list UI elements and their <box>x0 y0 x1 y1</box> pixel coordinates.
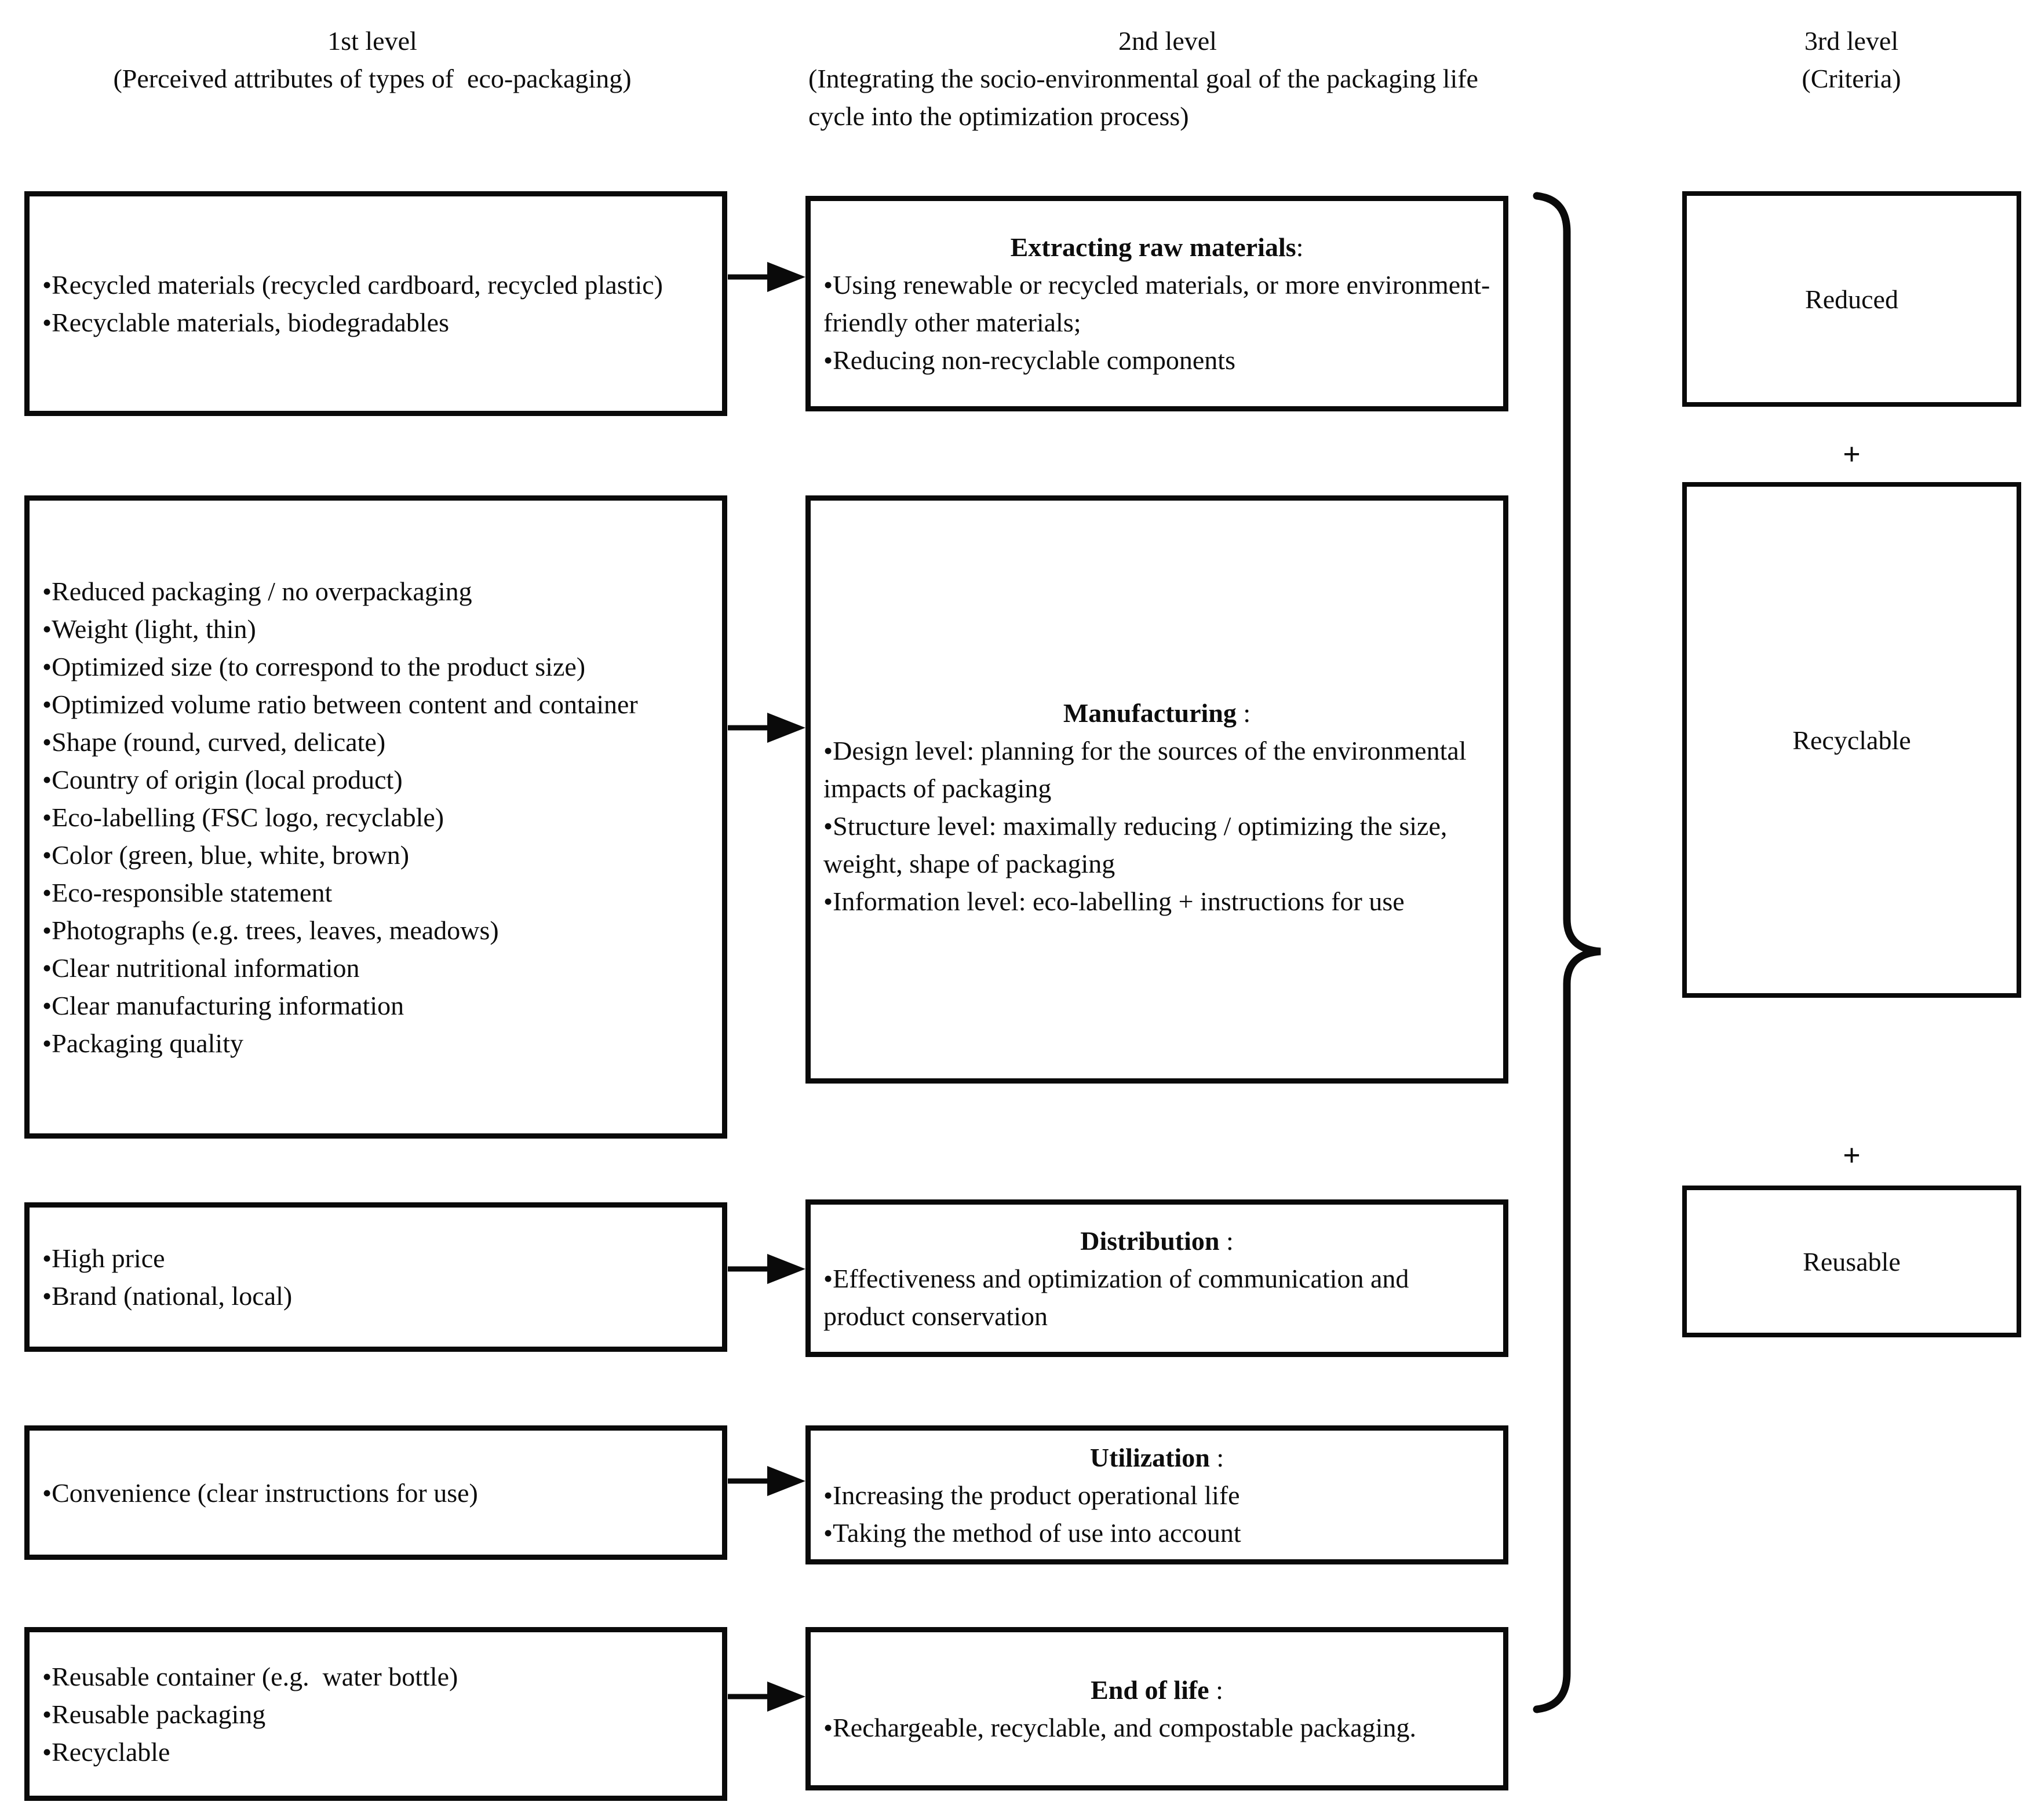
list-item: Information level: eco-labelling + instr… <box>823 882 1490 920</box>
criteria-box-recyclable: Recyclable <box>1682 482 2021 998</box>
column-2-title: 2nd level <box>1118 26 1217 56</box>
column-header-2nd-level: 2nd level (Integrating the socio-environ… <box>808 22 1527 135</box>
list-item: Optimized volume ratio between content a… <box>42 685 709 723</box>
box-perceived-attributes: Reduced packaging / no overpackaging Wei… <box>24 495 727 1139</box>
list-item: Recyclable <box>42 1733 709 1771</box>
list-item: Packaging quality <box>42 1024 709 1062</box>
criteria-label: Recyclable <box>1792 725 1911 755</box>
list-item: Color (green, blue, white, brown) <box>42 836 709 874</box>
list-item: High price <box>42 1239 709 1277</box>
criteria-label: Reusable <box>1803 1246 1901 1276</box>
list-item: Reusable container (e.g. water bottle) <box>42 1658 709 1695</box>
list-item: Reducing non-recyclable components <box>823 341 1490 379</box>
box-heading: Manufacturing : <box>1063 698 1251 728</box>
list-item: Reusable packaging <box>42 1695 709 1733</box>
box-utilization: Utilization : Increasing the product ope… <box>805 1425 1508 1564</box>
list-item: Structure level: maximally reducing / op… <box>823 807 1490 882</box>
list-item: Optimized size (to correspond to the pro… <box>42 648 709 685</box>
box-heading: End of life : <box>1091 1675 1223 1705</box>
list-item: Shape (round, curved, delicate) <box>42 723 709 761</box>
list-item: Photographs (e.g. trees, leaves, meadows… <box>42 911 709 949</box>
box-heading: Utilization : <box>1089 1442 1224 1472</box>
curly-brace-icon <box>1533 192 1601 1713</box>
criteria-label: Reduced <box>1805 284 1898 314</box>
box-recycled-materials: Recycled materials (recycled cardboard, … <box>24 191 727 416</box>
box-heading: Extracting raw materials: <box>1010 232 1304 262</box>
arrow-icon <box>728 262 805 292</box>
box-distribution: Distribution : Effectiveness and optimiz… <box>805 1199 1508 1357</box>
arrow-icon <box>728 1682 805 1712</box>
arrow-icon <box>728 713 805 743</box>
list-item: Brand (national, local) <box>42 1277 709 1315</box>
list-item: Using renewable or recycled materials, o… <box>823 266 1490 341</box>
list-item: Clear nutritional information <box>42 949 709 987</box>
column-1-title: 1st level <box>327 26 417 56</box>
arrow-icon <box>728 1466 805 1496</box>
plus-sign: + <box>1843 1138 1861 1173</box>
column-header-3rd-level: 3rd level (Criteria) <box>1675 22 2028 97</box>
column-header-1st-level: 1st level (Perceived attributes of types… <box>35 22 710 97</box>
box-end-of-life: End of life : Rechargeable, recyclable, … <box>805 1627 1508 1790</box>
criteria-box-reusable: Reusable <box>1682 1186 2021 1337</box>
list-item: Country of origin (local product) <box>42 761 709 798</box>
box-extracting-raw-materials: Extracting raw materials: Using renewabl… <box>805 196 1508 411</box>
list-item: Convenience (clear instructions for use) <box>42 1474 709 1512</box>
box-convenience: Convenience (clear instructions for use) <box>24 1425 727 1560</box>
column-3-title: 3rd level <box>1804 26 1899 56</box>
box-reusable-attributes: Reusable container (e.g. water bottle) R… <box>24 1627 727 1801</box>
plus-sign: + <box>1843 437 1861 472</box>
box-heading: Distribution : <box>1080 1226 1234 1256</box>
list-item: Effectiveness and optimization of commun… <box>823 1260 1490 1335</box>
column-2-subtitle: (Integrating the socio-environmental goa… <box>808 64 1485 131</box>
list-item: Taking the method of use into account <box>823 1514 1490 1552</box>
box-price-brand: High price Brand (national, local) <box>24 1202 727 1352</box>
list-item: Weight (light, thin) <box>42 610 709 648</box>
list-item: Eco-labelling (FSC logo, recyclable) <box>42 798 709 836</box>
column-3-subtitle: (Criteria) <box>1802 64 1901 93</box>
list-item: Recycled materials (recycled cardboard, … <box>42 266 709 304</box>
criteria-box-reduced: Reduced <box>1682 191 2021 407</box>
list-item: Clear manufacturing information <box>42 987 709 1024</box>
box-manufacturing: Manufacturing : Design level: planning f… <box>805 495 1508 1084</box>
list-item: Rechargeable, recyclable, and compostabl… <box>823 1709 1490 1746</box>
list-item: Recyclable materials, biodegradables <box>42 304 709 341</box>
column-1-subtitle: (Perceived attributes of types of eco-pa… <box>113 64 632 93</box>
list-item: Increasing the product operational life <box>823 1476 1490 1514</box>
list-item: Design level: planning for the sources o… <box>823 732 1490 807</box>
list-item: Eco-responsible statement <box>42 874 709 911</box>
list-item: Reduced packaging / no overpackaging <box>42 572 709 610</box>
arrow-icon <box>728 1254 805 1284</box>
